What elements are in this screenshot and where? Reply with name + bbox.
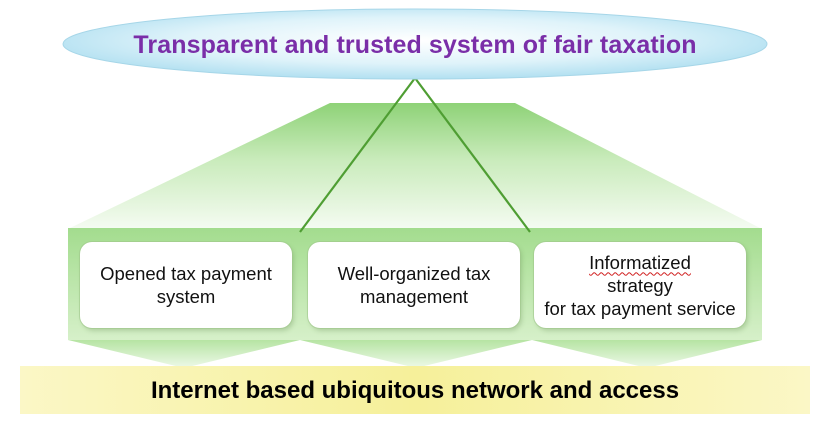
pillar-3-line-1: Informatized strategy: [544, 251, 735, 297]
connector-line-left: [299, 77, 416, 233]
spellcheck-underlined-word: Informatized: [589, 251, 691, 273]
connector-line-right: [414, 77, 531, 233]
pillar-1-line-2: system: [156, 286, 216, 307]
pillar-box-informatized-strategy: Informatized strategy for tax payment se…: [534, 242, 746, 328]
chevron-middle: [300, 340, 532, 368]
bottom-band-title: Internet based ubiquitous network and ac…: [150, 377, 680, 404]
pillar-2-line-2: management: [360, 286, 468, 307]
chevron-left: [68, 340, 300, 368]
pillar-1-line-1: Opened tax payment: [100, 263, 272, 284]
top-ellipse: [62, 8, 768, 80]
bottom-band: [20, 366, 810, 414]
top-ellipse-title: Transparent and trusted system of fair t…: [133, 30, 697, 59]
roof-trapezoid: [70, 103, 760, 228]
pillar-3-line-2: for tax payment service: [544, 297, 736, 319]
pillar-box-well-organized-tax: Well-organized tax management: [308, 242, 520, 328]
pillar-2-line-1: Well-organized tax: [337, 263, 491, 284]
chevron-right: [532, 340, 762, 368]
pillar-box-opened-tax-payment: Opened tax payment system: [80, 242, 292, 328]
